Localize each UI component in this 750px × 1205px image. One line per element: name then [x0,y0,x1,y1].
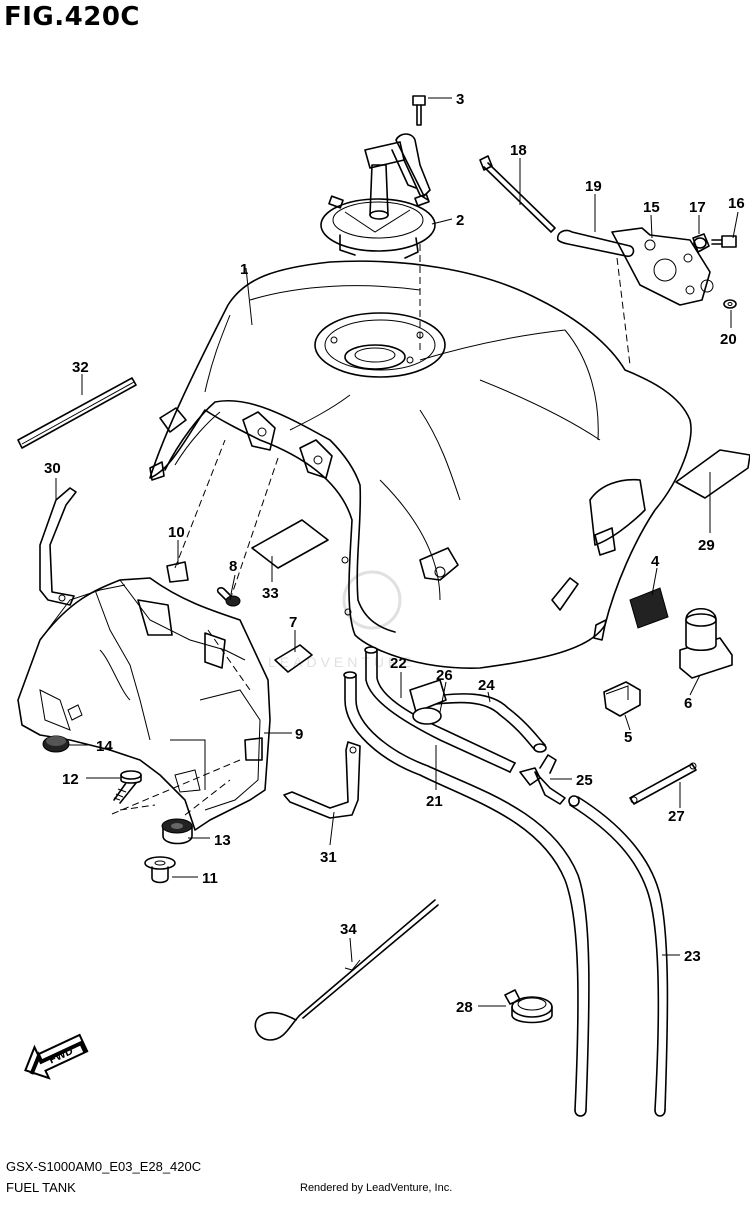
callout-24: 24 [478,677,495,694]
callout-22: 22 [390,655,407,672]
callout-14: 14 [96,738,113,755]
callout-20: 20 [720,331,737,348]
callout-33: 33 [262,585,279,602]
hoses-drawing [254,646,697,1117]
figure-code: GSX-S1000AM0_E03_E28_420C [6,1159,202,1174]
callout-8: 8 [229,558,237,575]
callout-19: 19 [585,178,602,195]
callout-6: 6 [684,695,692,712]
watermark: LEADVENTURE [268,570,415,670]
callout-23: 23 [684,948,701,965]
watermark-text: LEADVENTURE [268,654,415,670]
render-credit: Rendered by LeadVenture, Inc. [300,1182,453,1194]
callout-4: 4 [651,553,660,570]
figure-name: FUEL TANK [6,1180,76,1195]
callout-15: 15 [643,199,660,216]
callout-labels: 1 2 3 4 5 6 7 8 9 10 11 12 13 14 15 16 1… [44,91,745,1016]
fuel-cap-drawing [320,95,436,259]
callout-12: 12 [62,771,79,788]
callout-28: 28 [456,999,473,1016]
callout-29: 29 [698,537,715,554]
callout-31: 31 [320,849,337,866]
callout-30: 30 [44,460,61,477]
callout-1: 1 [240,261,248,278]
callout-17: 17 [689,199,706,216]
callout-13: 13 [214,832,231,849]
rear-bracket-drawing [479,155,737,309]
callout-11: 11 [202,870,218,887]
callout-2: 2 [456,212,464,229]
callout-5: 5 [624,729,632,746]
callout-18: 18 [510,142,527,159]
callout-3: 3 [456,91,464,108]
leader-lines [55,97,739,1007]
callout-7: 7 [289,614,297,631]
callout-25: 25 [576,772,593,789]
fuel-tank-drawing [149,260,692,669]
figure-title: FIG.420C [4,2,141,32]
lower-cover-drawing [17,240,631,884]
callout-34: 34 [340,921,357,938]
callout-26: 26 [436,667,453,684]
callout-10: 10 [168,524,185,541]
callout-16: 16 [728,195,745,212]
fwd-arrow: FWD [24,1033,89,1080]
callout-9: 9 [295,726,303,743]
callout-32: 32 [72,359,89,376]
misc-small-parts-drawing [17,377,750,819]
callout-27: 27 [668,808,685,825]
callout-21: 21 [426,793,443,810]
